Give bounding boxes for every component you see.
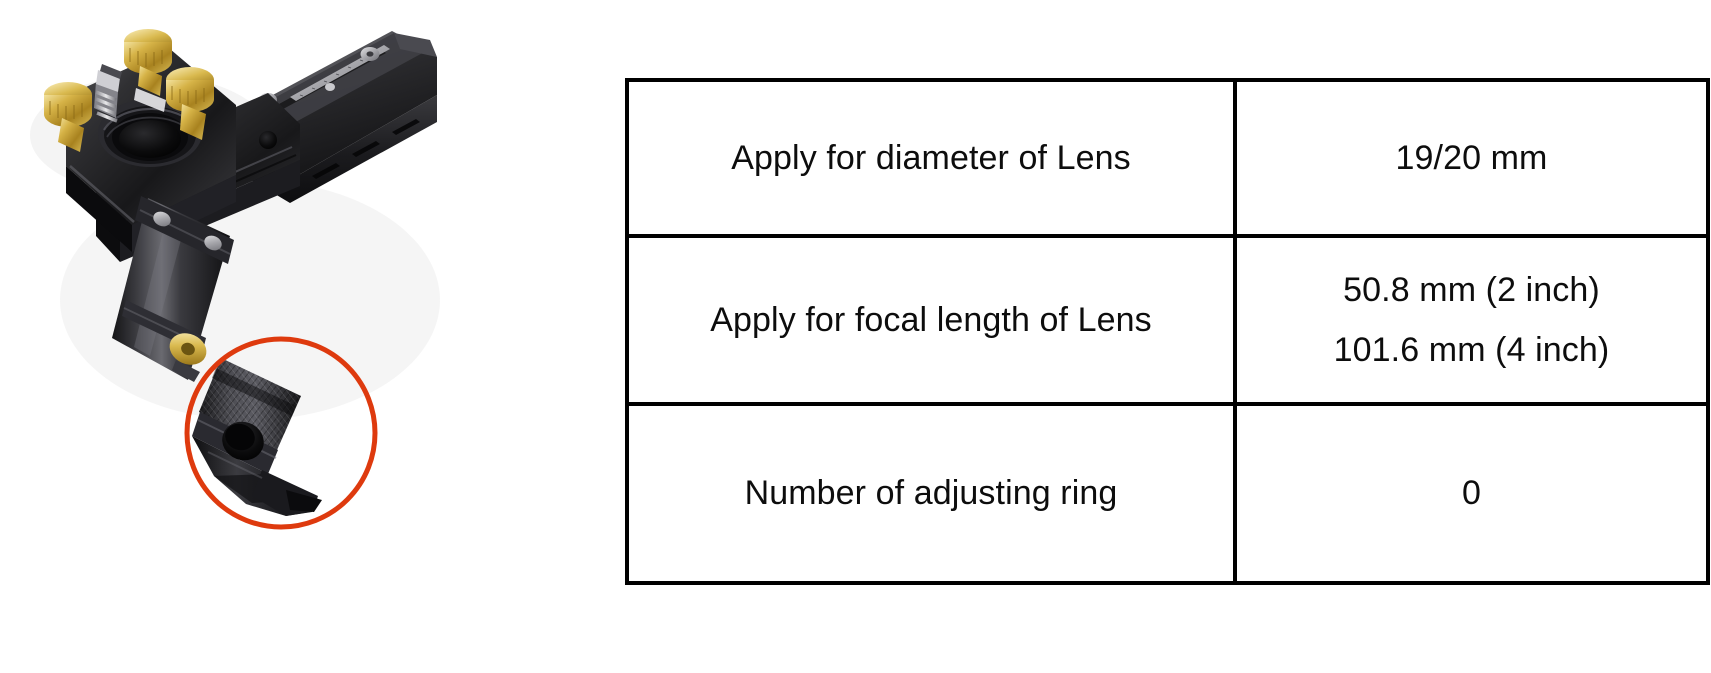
brass-adjust-knob-top bbox=[124, 29, 172, 112]
table-row-adjusting-ring: Number of adjusting ring 0 bbox=[625, 402, 1710, 585]
brass-adjust-knob-left bbox=[44, 82, 92, 152]
value-diameter: 19/20 mm bbox=[1395, 138, 1548, 177]
lens-tube bbox=[112, 196, 234, 382]
red-highlight-circle bbox=[184, 336, 378, 530]
compression-spring bbox=[94, 64, 122, 123]
row-label-adjusting-ring: Number of adjusting ring bbox=[625, 402, 1237, 585]
row-label-focal-length: Apply for focal length of Lens bbox=[625, 234, 1237, 406]
laser-head-illustration bbox=[0, 0, 540, 673]
brass-adjust-knob-right bbox=[166, 67, 214, 140]
product-photo: laser-head-lens-mount-assembly bbox=[0, 0, 540, 673]
value-focal-2inch: 50.8 mm (2 inch) bbox=[1343, 270, 1600, 309]
spec-table-container: Apply for diameter of Lens 19/20 mm Appl… bbox=[625, 78, 1710, 585]
brass-set-screw bbox=[169, 333, 207, 382]
nozzle-tip bbox=[192, 421, 322, 516]
value-adjusting-ring-count: 0 bbox=[1461, 474, 1481, 513]
lens-aperture bbox=[98, 99, 202, 167]
lens-specification-table: Apply for diameter of Lens 19/20 mm Appl… bbox=[625, 78, 1710, 585]
photo-stage bbox=[0, 0, 540, 673]
value-focal-4inch: 101.6 mm (4 inch) bbox=[1333, 331, 1610, 369]
table-row-focal-length: Apply for focal length of Lens 50.8 mm (… bbox=[625, 234, 1710, 406]
knurled-nozzle-ring bbox=[192, 358, 301, 474]
row-value-adjusting-ring: 0 bbox=[1233, 402, 1710, 585]
row-label-diameter: Apply for diameter of Lens bbox=[625, 78, 1237, 238]
row-value-diameter: 19/20 mm bbox=[1233, 78, 1710, 238]
row-value-focal-length: 50.8 mm (2 inch) 101.6 mm (4 inch) bbox=[1233, 234, 1710, 406]
table-row-diameter: Apply for diameter of Lens 19/20 mm bbox=[625, 78, 1710, 238]
